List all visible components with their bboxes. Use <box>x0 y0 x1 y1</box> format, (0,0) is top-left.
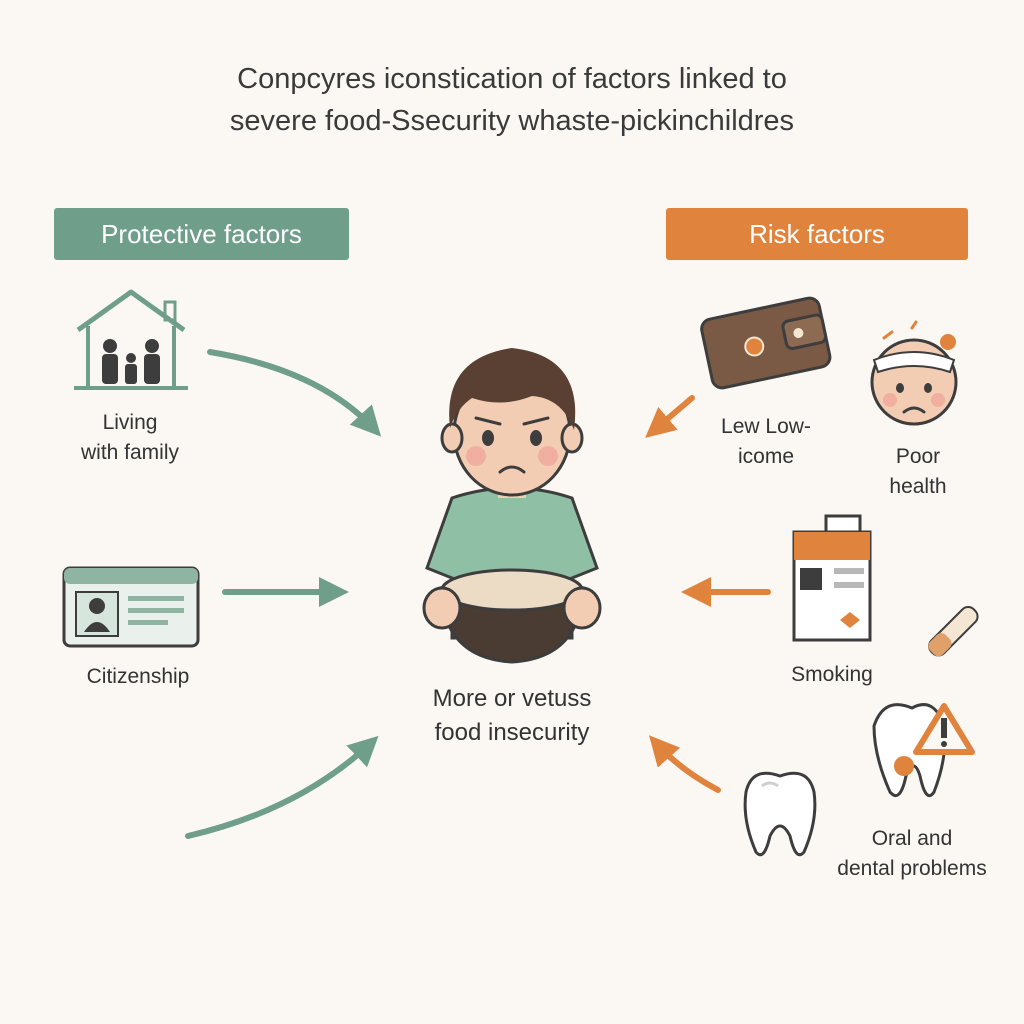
title-line-2: severe food-Ssecurity whaste-pickinchild… <box>229 105 795 137</box>
arrow-bottom <box>185 735 379 839</box>
wallet-icon <box>700 296 832 390</box>
id-card-icon <box>62 566 200 648</box>
risk-factors-header: Risk factors <box>666 208 968 260</box>
center-outcome-label: More or vetuss food insecurity <box>432 685 592 746</box>
arrow-family <box>207 349 382 437</box>
title-line-1: Conpcyres iconstication of factors linke… <box>237 63 787 95</box>
protective-factors-header: Protective factors <box>54 208 349 260</box>
label-smoking: Smoking <box>791 663 873 686</box>
sick-face-icon <box>870 320 958 426</box>
label-living-with-family: Living with family <box>80 411 180 464</box>
tooth-icon <box>743 771 817 857</box>
house-family-icon <box>74 289 188 390</box>
label-poor-health: Poor health <box>889 445 947 498</box>
child-with-bowl-icon <box>422 348 602 664</box>
label-low-income: Lew Low- icome <box>721 415 811 468</box>
label-citizenship: Citizenship <box>86 665 190 688</box>
cigarette-pack-icon <box>792 514 872 642</box>
cigarette-icon <box>928 606 979 657</box>
arrow-income <box>645 395 695 438</box>
damaged-tooth-icon <box>872 703 975 797</box>
page-title: Conpcyres iconstication of factors linke… <box>0 58 1024 142</box>
label-oral-dental: Oral and dental problems <box>837 827 987 880</box>
arrow-dental <box>649 735 721 793</box>
